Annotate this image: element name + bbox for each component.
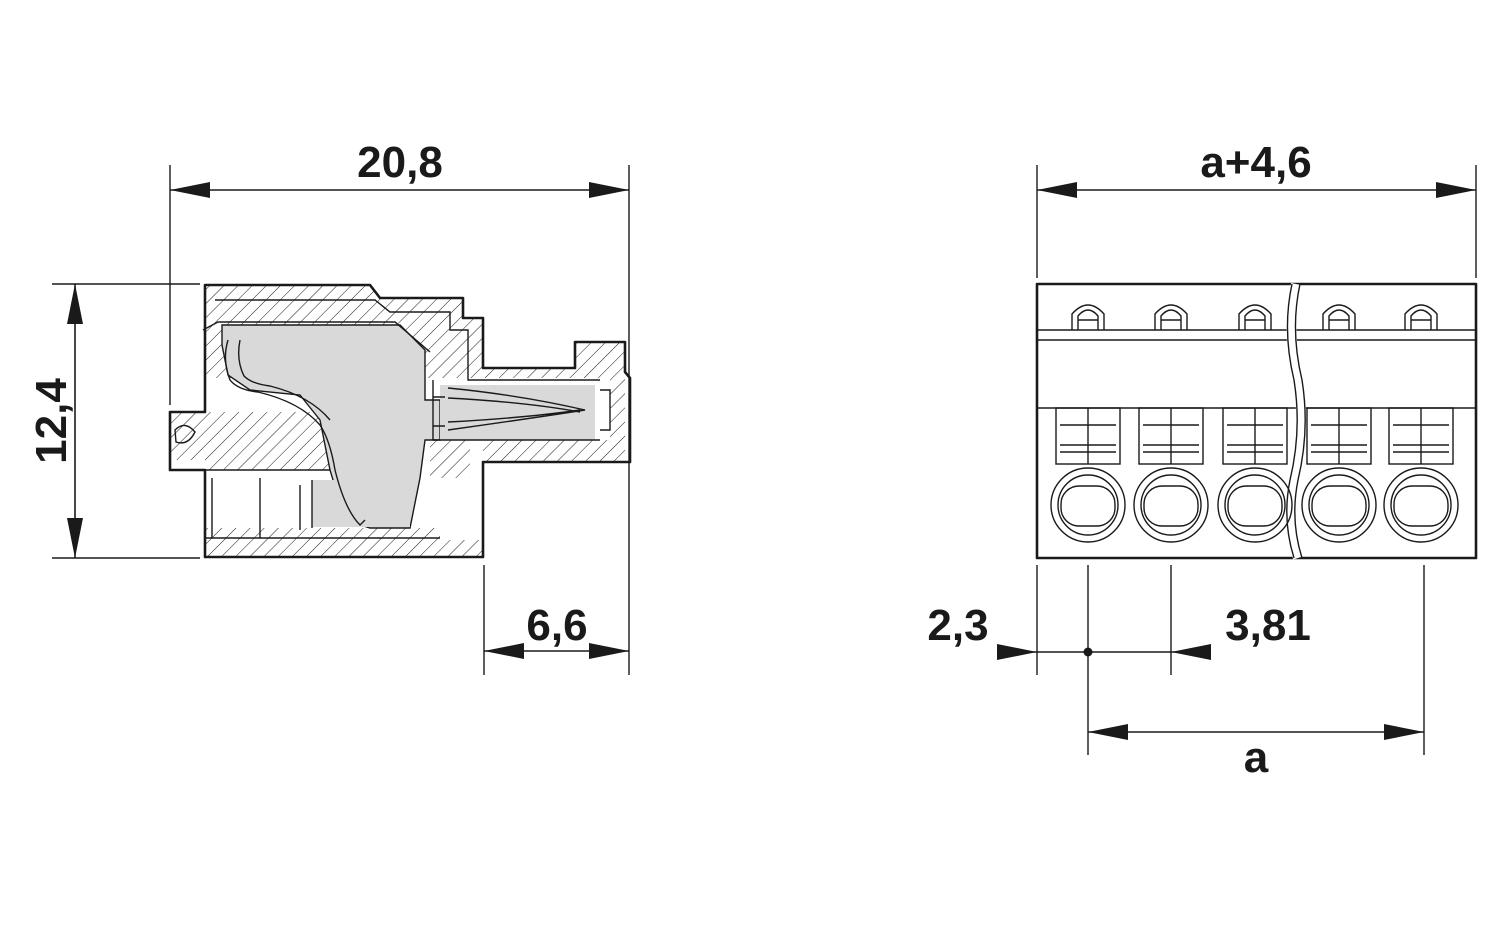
wire-entry-ring xyxy=(1057,474,1119,536)
dim-height-label: 12,4 xyxy=(27,378,76,464)
arrow-right xyxy=(589,182,629,198)
dim-origin-dot xyxy=(1083,647,1093,657)
lower-cavity-fill xyxy=(312,480,410,527)
dim-pin-label: 6,6 xyxy=(526,601,587,650)
dim-width-label: a+4,6 xyxy=(1200,138,1311,187)
housing-section-right-lower xyxy=(430,378,625,478)
wire-entry-outer xyxy=(1133,467,1209,543)
arrow-span-left xyxy=(1088,724,1128,740)
wire-entry-ring xyxy=(1140,474,1202,536)
side-view-dimensions: 20,8 12,4 6,6 xyxy=(27,138,630,675)
spring-contact-fill xyxy=(221,324,441,529)
pin-socket-box xyxy=(432,380,611,441)
housing-section-left-tab xyxy=(170,412,330,470)
wire-entry-inner xyxy=(1143,485,1199,527)
arrow-width-left xyxy=(1037,182,1077,198)
arrow-pin-right xyxy=(589,643,629,659)
dim-edge-label: 2,3 xyxy=(927,601,988,650)
spring-clip-path xyxy=(202,321,431,526)
arrow-left xyxy=(170,182,210,198)
screw-recess xyxy=(174,424,196,444)
side-section-view xyxy=(168,283,632,559)
wire-entry-ring xyxy=(1308,474,1370,536)
wire-entry-inner xyxy=(1393,485,1449,527)
arrow-pitch xyxy=(1171,644,1211,660)
break-line-right xyxy=(1294,283,1306,559)
latch-bump-inner xyxy=(1410,309,1432,330)
latch-bump-inner xyxy=(1160,309,1182,330)
latch-bump-inner xyxy=(1077,309,1099,330)
wire-entry-outer xyxy=(1217,467,1293,543)
arrow-bottom xyxy=(67,518,83,558)
latch-bump xyxy=(1404,304,1438,330)
wire-entry-outer xyxy=(1050,467,1126,543)
latch-bump-inner xyxy=(1328,309,1350,330)
latch-bump xyxy=(1071,304,1105,330)
front-view xyxy=(1035,282,1478,560)
dim-span-label: a xyxy=(1244,733,1269,782)
latch-bump xyxy=(1322,304,1356,330)
wire-entry-inner xyxy=(1311,485,1367,527)
arrow-top xyxy=(67,284,83,324)
housing-outline xyxy=(168,283,632,559)
wire-entry-ring xyxy=(1224,474,1286,536)
wire-entry-ring xyxy=(1390,474,1452,536)
wire-entry-outer xyxy=(1301,467,1377,543)
latch-bump-inner xyxy=(1244,309,1266,330)
break-line-left xyxy=(1286,283,1298,559)
pin-contacts xyxy=(447,387,586,431)
dim-pitch-label: 3,81 xyxy=(1225,601,1311,650)
wire-entry-inner xyxy=(1060,485,1116,527)
lower-cavity-lines xyxy=(205,469,440,539)
arrow-pin-left xyxy=(484,643,524,659)
housing-section-bottom xyxy=(205,528,483,557)
latch-bump xyxy=(1238,304,1272,330)
front-body-outline xyxy=(1035,282,1478,560)
arrow-span-right xyxy=(1384,724,1424,740)
front-view-dimensions: a+4,6 2,3 3,81 a xyxy=(927,138,1477,782)
dim-length-label: 20,8 xyxy=(357,138,443,187)
latch-bump xyxy=(1154,304,1188,330)
inner-wall-top xyxy=(215,299,600,381)
wire-entry-inner xyxy=(1227,485,1283,527)
arrow-edge xyxy=(997,644,1037,660)
arrow-width-right xyxy=(1436,182,1476,198)
wire-entry-outer xyxy=(1383,467,1459,543)
